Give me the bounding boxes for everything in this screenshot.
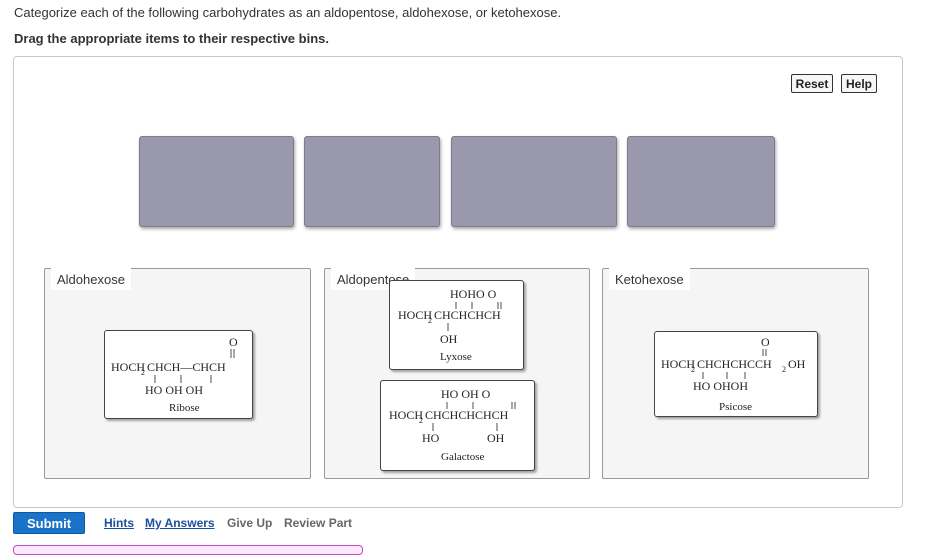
chem-text: CHCHCHCCH: [697, 357, 772, 371]
chem-text: HOCH: [398, 308, 432, 322]
chem-text: OH: [487, 431, 505, 445]
lyxose-structure: HOHO O HOCH 2 CHCHCHCH OH Lyxose: [398, 287, 502, 363]
draggable-card-lyxose[interactable]: HOHO O HOCH 2 CHCHCHCH OH Lyxose: [389, 280, 524, 370]
bin-label: Ketohexose: [609, 268, 690, 290]
chem-subscript: 2: [419, 416, 423, 425]
chem-text: O: [761, 335, 770, 349]
compound-name: Lyxose: [440, 351, 472, 363]
chem-text: HOCH: [661, 357, 695, 371]
draggable-card-galactose[interactable]: HO OH O HOCH 2 CHCHCHCHCH HO OH Galactos…: [380, 380, 535, 471]
chem-subscript: 2: [782, 365, 786, 374]
answer-slot-3[interactable]: [451, 136, 617, 227]
chem-subscript: 2: [428, 316, 432, 325]
my-answers-link[interactable]: My Answers: [145, 516, 215, 530]
chem-subscript: 2: [691, 365, 695, 374]
give-up-link[interactable]: Give Up: [227, 516, 273, 530]
answer-slot-4[interactable]: [627, 136, 775, 227]
bin-label: Aldohexose: [51, 268, 131, 290]
submit-button[interactable]: Submit: [13, 512, 85, 534]
chem-text: HO OH OH: [145, 383, 203, 397]
draggable-card-psicose[interactable]: O HOCH 2 CHCHCHCCH 2 OH HO OHOH Psicose: [654, 331, 818, 417]
draggable-card-ribose[interactable]: O HOCH 2 CHCH—CHCH HO OH OH Ribose: [104, 330, 253, 419]
galactose-structure: HO OH O HOCH 2 CHCHCHCHCH HO OH Galactos…: [389, 387, 516, 463]
chem-text: HOHO O: [450, 287, 497, 301]
chem-text: CHCHCHCHCH: [425, 408, 509, 422]
hints-link[interactable]: Hints: [104, 516, 134, 530]
drag-instruction-text: Drag the appropriate items to their resp…: [14, 31, 329, 46]
psicose-structure: O HOCH 2 CHCHCHCCH 2 OH HO OHOH Psicose: [661, 335, 806, 413]
answer-slot-2[interactable]: [304, 136, 440, 227]
help-button[interactable]: Help: [841, 74, 877, 93]
chem-text: O: [229, 335, 238, 349]
reset-button[interactable]: Reset: [791, 74, 833, 93]
chem-text: OH: [788, 357, 806, 371]
bin-aldopentose[interactable]: Aldopentose HOHO O HOCH 2 CHCHCHCH OH Ly…: [324, 268, 590, 479]
compound-name: Ribose: [169, 402, 200, 414]
chem-subscript: 2: [141, 368, 145, 377]
chem-text: HOCH: [389, 408, 423, 422]
answer-slot-1[interactable]: [139, 136, 294, 227]
chem-text: HOCH: [111, 360, 145, 374]
compound-name: Psicose: [719, 401, 752, 413]
review-part-link[interactable]: Review Part: [284, 516, 353, 530]
chem-text: HO OH O: [441, 387, 491, 401]
chem-text: HO: [422, 431, 440, 445]
compound-name: Galactose: [441, 451, 484, 463]
bin-aldohexose[interactable]: Aldohexose O HOCH 2 CHCH—CHCH HO OH OH R…: [44, 268, 311, 479]
chem-text: CHCHCHCH: [434, 308, 501, 322]
instruction-text: Categorize each of the following carbohy…: [14, 5, 562, 20]
chem-text: HO OHOH: [693, 379, 748, 393]
chem-text: OH: [440, 332, 458, 346]
chem-text: CHCH—CHCH: [147, 360, 226, 374]
feedback-box: [13, 545, 363, 555]
ribose-structure: O HOCH 2 CHCH—CHCH HO OH OH Ribose: [111, 335, 238, 414]
bin-ketohexose[interactable]: Ketohexose O HOCH 2 CHCHCHCCH 2 OH HO OH…: [602, 268, 869, 479]
